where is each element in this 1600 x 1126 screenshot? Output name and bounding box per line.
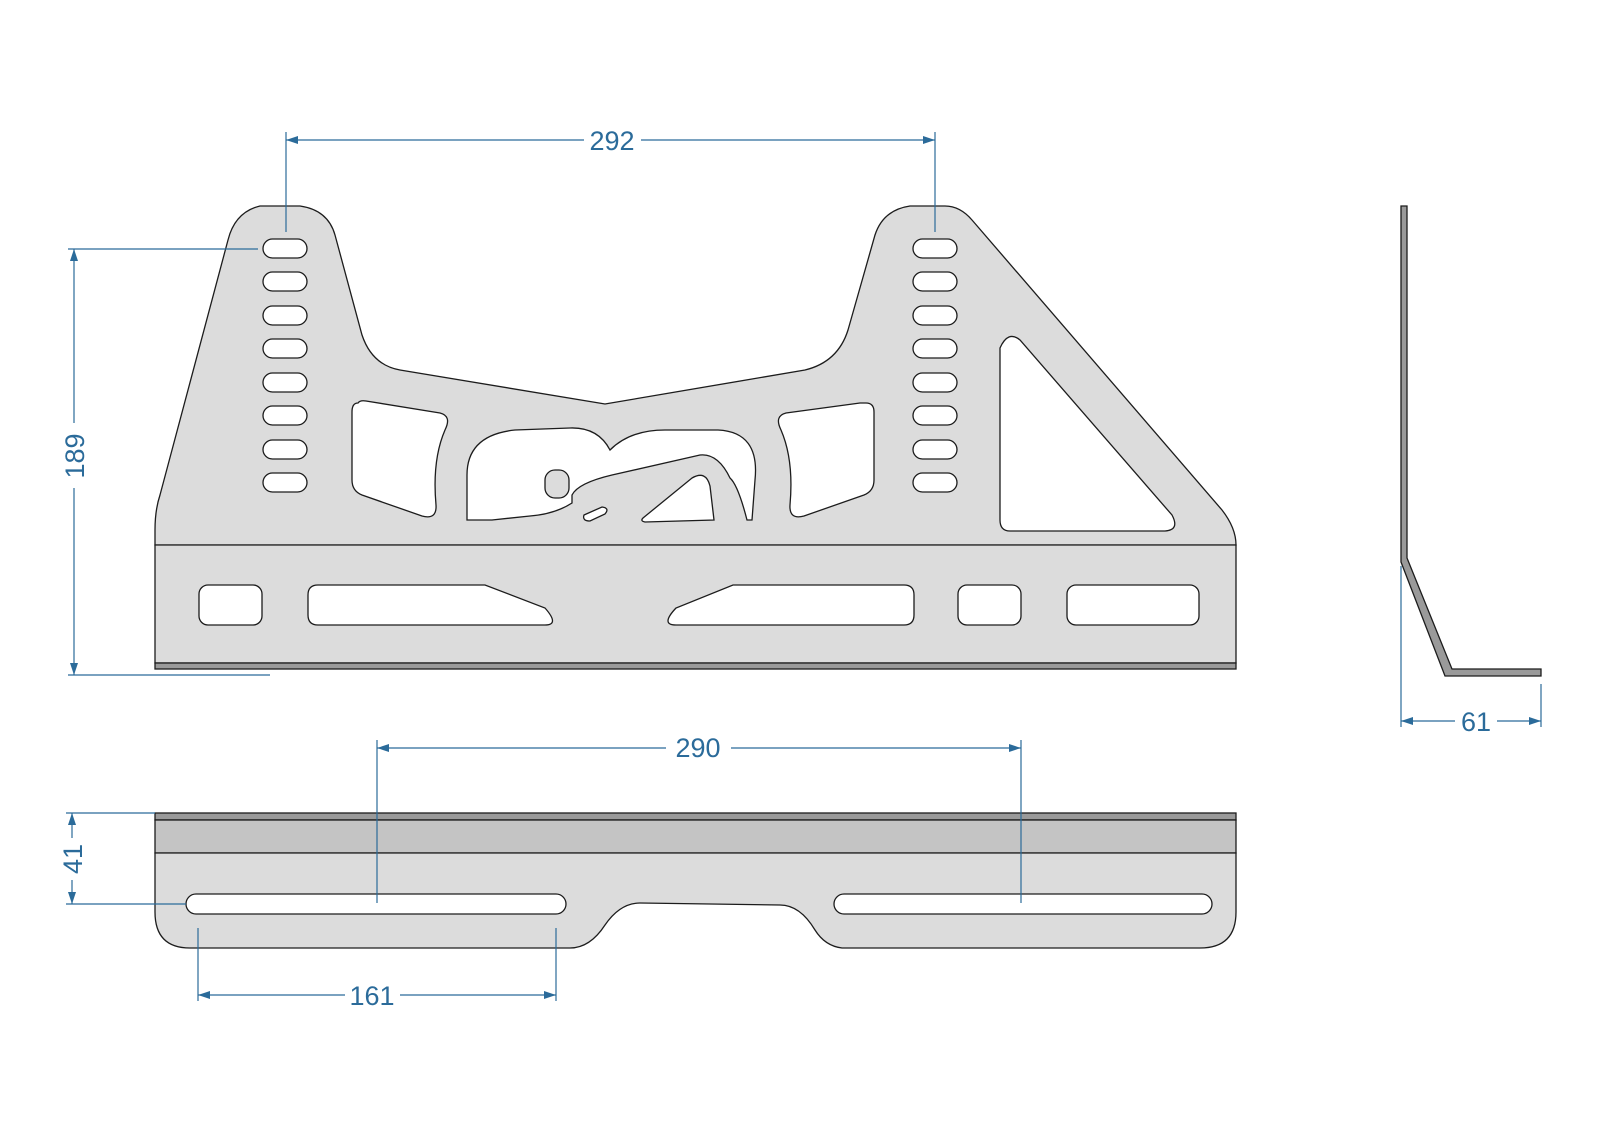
dimension-161: 161: [197, 928, 557, 1011]
dimension-label-290: 290: [675, 733, 720, 763]
dimension-41: 41: [58, 812, 186, 905]
slot-hole: [912, 472, 958, 493]
dimension-label-292: 292: [589, 126, 634, 156]
dimension-189: 189: [60, 248, 270, 676]
bottom-fold-band: [154, 819, 1237, 854]
slot-hole: [912, 405, 958, 426]
dimension-61: 61: [1400, 566, 1542, 737]
dimension-label-41: 41: [58, 844, 88, 874]
triangle-cutout: [999, 335, 1176, 532]
band-cutout: [198, 584, 263, 626]
bottom-plate: [154, 852, 1237, 949]
slot-hole: [912, 305, 958, 326]
side-profile: [1400, 205, 1542, 677]
logo-triangle: [641, 474, 715, 523]
slot-hole: [912, 439, 958, 460]
slot-hole: [912, 271, 958, 292]
band-cutout: [667, 584, 915, 626]
logo-small-slot: [582, 506, 608, 522]
logo-notch: [544, 469, 570, 499]
front-bottom-edge: [154, 662, 1237, 670]
slot-hole: [262, 439, 308, 460]
front-view: [154, 205, 1237, 670]
bottom-top-edge: [154, 812, 1237, 821]
side-view: [1400, 205, 1542, 677]
dimension-label-161: 161: [349, 981, 394, 1011]
right-trapezoid-cutout: [777, 402, 875, 518]
slot-hole: [262, 271, 308, 292]
slot-hole: [912, 238, 958, 259]
right-slot-column: [912, 238, 958, 493]
bottom-slot-right: [833, 893, 1213, 915]
left-trapezoid-cutout: [351, 400, 449, 518]
slot-hole: [262, 472, 308, 493]
dimension-290: 290: [376, 733, 1022, 903]
dimension-label-189: 189: [60, 433, 90, 478]
slot-hole: [912, 338, 958, 359]
slot-hole: [912, 372, 958, 393]
slot-hole: [262, 405, 308, 426]
slot-hole: [262, 238, 308, 259]
slot-hole: [262, 372, 308, 393]
dimension-label-61: 61: [1461, 707, 1491, 737]
bottom-view: [154, 812, 1237, 949]
bottom-slot-left: [185, 893, 567, 915]
band-cutout: [957, 584, 1022, 626]
logo-cutout: [466, 427, 757, 521]
dimension-292: 292: [285, 126, 936, 232]
band-cutout: [307, 584, 554, 626]
band-cutout: [1066, 584, 1200, 626]
slot-hole: [262, 305, 308, 326]
slot-hole: [262, 338, 308, 359]
left-slot-column: [262, 238, 308, 493]
